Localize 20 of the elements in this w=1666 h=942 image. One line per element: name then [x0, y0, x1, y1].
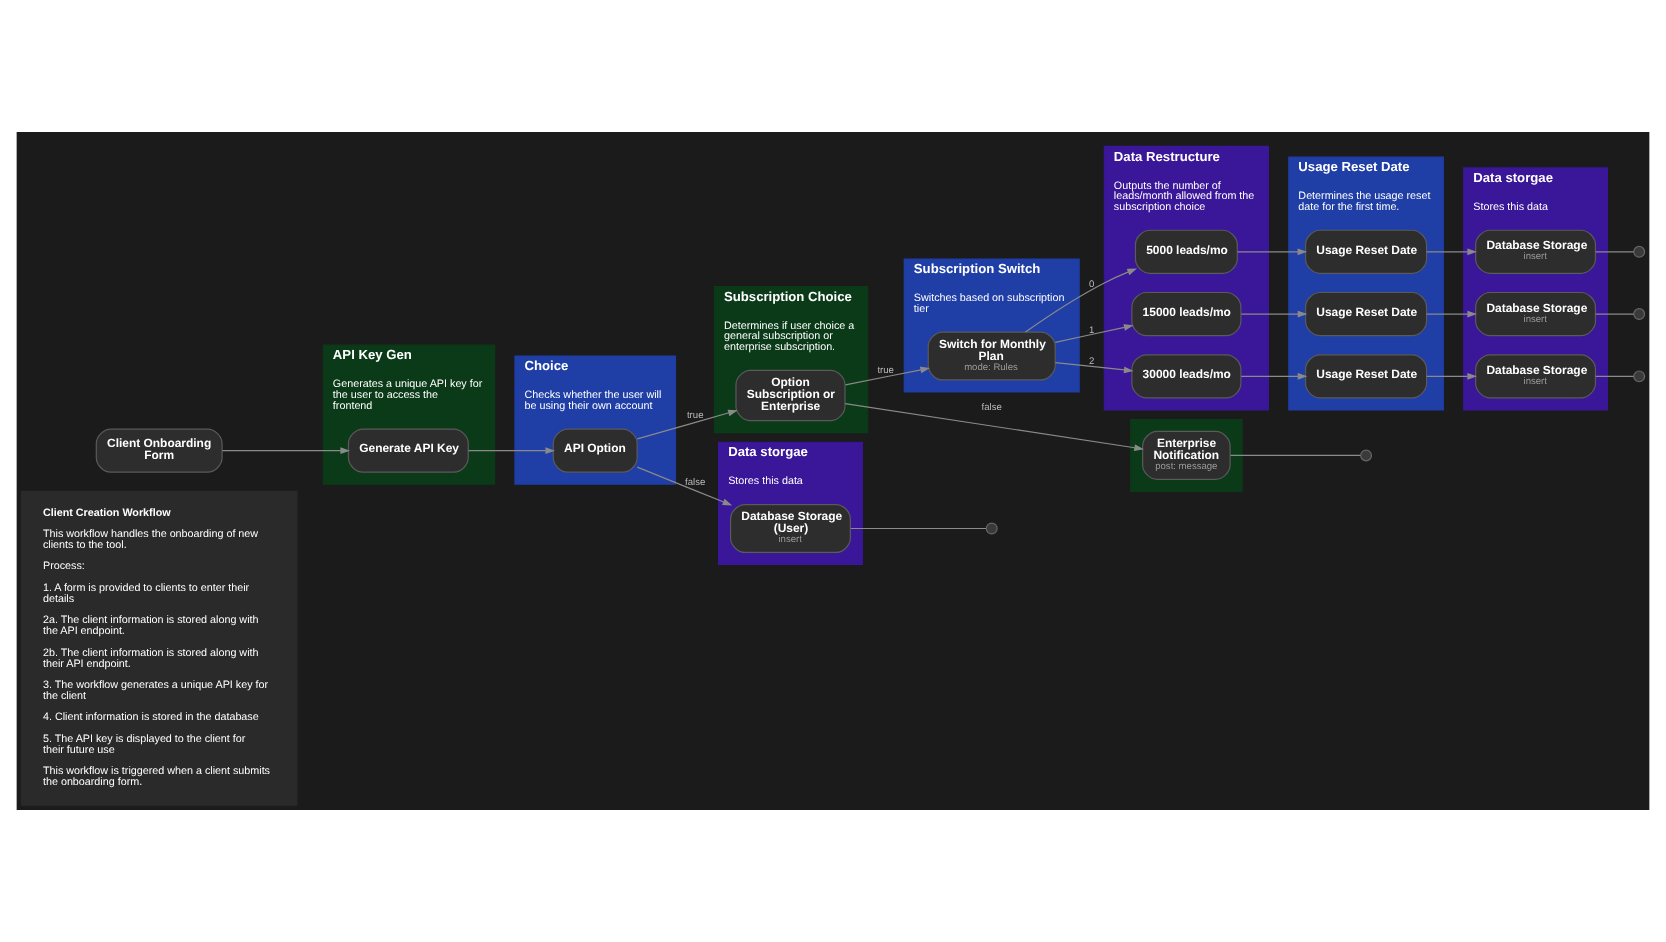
arrow — [1240, 310, 1308, 318]
arrow — [1024, 268, 1137, 333]
connector — [850, 527, 987, 530]
connector — [1595, 313, 1635, 315]
arrow — [1236, 248, 1308, 256]
arrow — [636, 409, 738, 440]
arrow — [1426, 310, 1477, 318]
arrow — [467, 447, 555, 454]
arrow — [1426, 373, 1477, 380]
connector — [1595, 375, 1635, 377]
arrow — [636, 466, 733, 506]
arrow — [844, 403, 1144, 452]
arrow — [1426, 248, 1477, 256]
arrow — [1240, 373, 1308, 380]
connector — [1229, 454, 1361, 457]
arrow — [844, 366, 930, 386]
connector — [1595, 251, 1635, 253]
arrow — [221, 447, 350, 454]
arrow — [1054, 324, 1134, 343]
arrow — [1054, 362, 1134, 374]
